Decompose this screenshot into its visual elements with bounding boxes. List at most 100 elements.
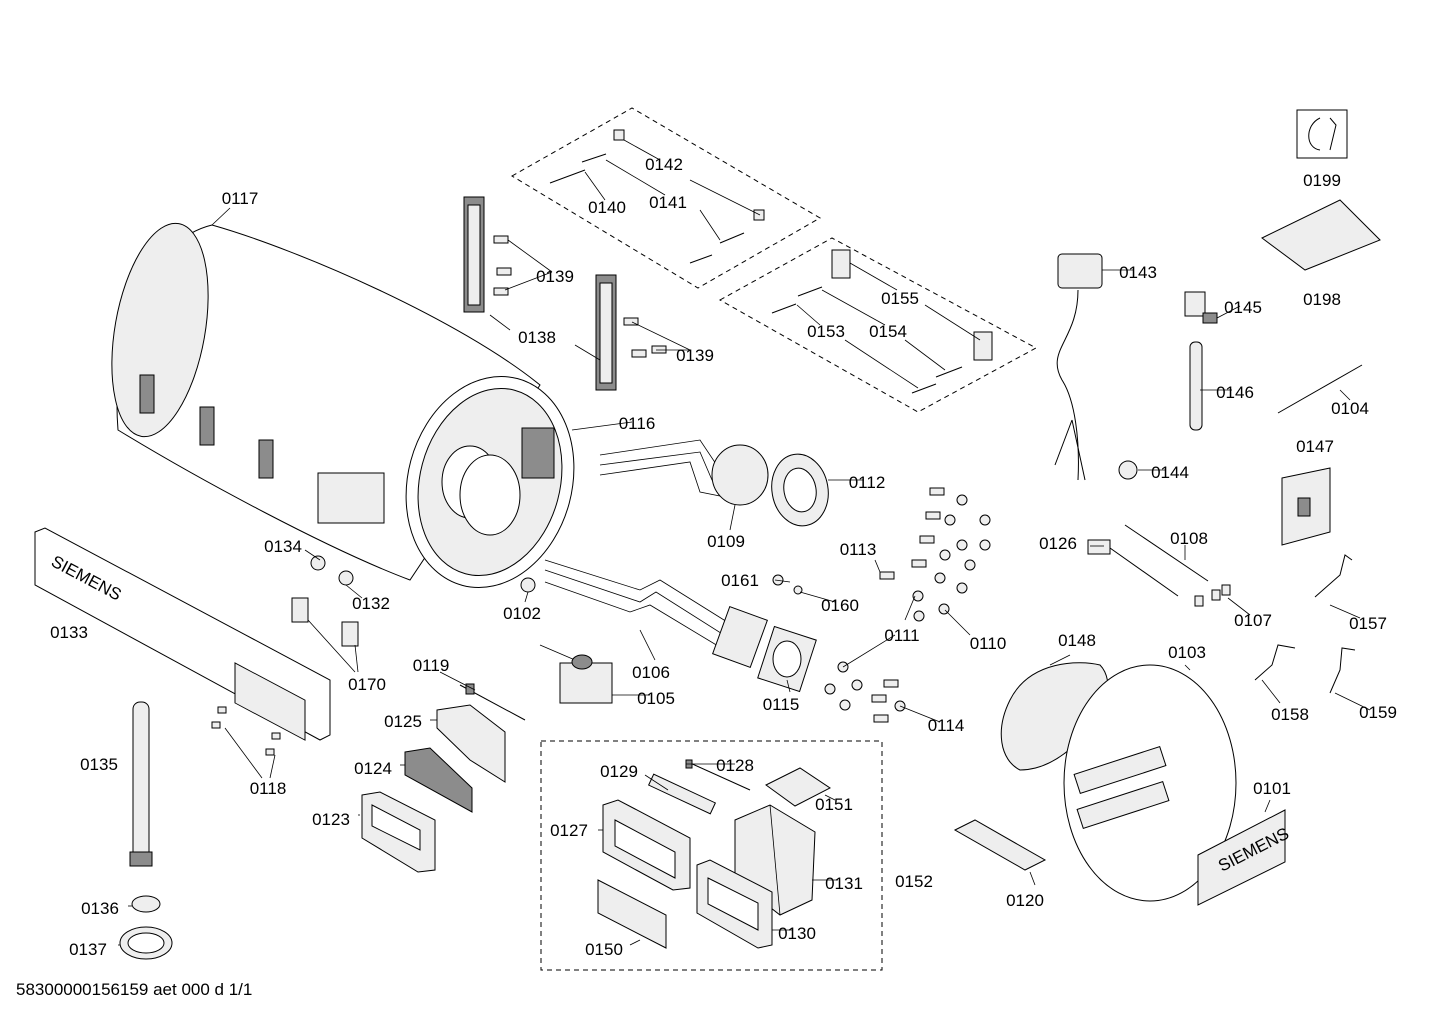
display-0123 bbox=[361, 791, 436, 873]
part-label-0102: 0102 bbox=[503, 604, 541, 623]
power-supply-0143 bbox=[1054, 253, 1103, 481]
service-icon-0199 bbox=[1296, 109, 1348, 159]
fittings-0170 bbox=[291, 597, 359, 647]
heating-element-upper bbox=[599, 439, 769, 506]
part-label-0129: 0129 bbox=[600, 762, 638, 781]
part-label-0125: 0125 bbox=[384, 712, 422, 731]
part-label-0198: 0198 bbox=[1303, 290, 1341, 309]
rod-0119 bbox=[459, 683, 526, 721]
part-label-0150: 0150 bbox=[585, 940, 623, 959]
dashed-group-rods-top bbox=[511, 107, 821, 289]
part-label-0141: 0141 bbox=[649, 193, 687, 212]
part-label-0108: 0108 bbox=[1170, 529, 1208, 548]
leader-lines bbox=[118, 139, 1371, 946]
part-label-0151: 0151 bbox=[815, 795, 853, 814]
part-label-0160: 0160 bbox=[821, 596, 859, 615]
part-label-0146: 0146 bbox=[1216, 383, 1254, 402]
screws-0118 bbox=[211, 706, 281, 756]
tube-0146 bbox=[1189, 341, 1203, 431]
part-label-0130: 0130 bbox=[778, 924, 816, 943]
part-label-0128: 0128 bbox=[716, 756, 754, 775]
strip-0129 bbox=[647, 773, 717, 815]
cap-0144 bbox=[1118, 460, 1138, 480]
part-label-0199: 0199 bbox=[1303, 171, 1341, 190]
flange-0137 bbox=[119, 926, 173, 960]
part-label-0119: 0119 bbox=[413, 656, 450, 675]
part-label-0131: 0131 bbox=[825, 874, 863, 893]
part-label-0115: 0115 bbox=[763, 695, 800, 714]
board-0124 bbox=[404, 747, 473, 813]
gasket-0136 bbox=[131, 895, 161, 913]
document-id: 58300000156159 aet 000 d 1/1 bbox=[16, 980, 253, 999]
part-label-0170: 0170 bbox=[348, 675, 386, 694]
part-label-0159: 0159 bbox=[1359, 703, 1397, 722]
part-label-0147: 0147 bbox=[1296, 437, 1334, 456]
cover-0150 bbox=[597, 879, 667, 949]
part-label-0133: 0133 bbox=[50, 623, 88, 642]
washer-0134-b bbox=[338, 570, 354, 586]
cables-0157-0159 bbox=[1254, 554, 1356, 694]
part-label-0123: 0123 bbox=[312, 810, 350, 829]
anode-rod-0135 bbox=[129, 701, 153, 867]
part-label-0158: 0158 bbox=[1271, 705, 1309, 724]
part-label-0120: 0120 bbox=[1006, 891, 1044, 910]
part-label-0157: 0157 bbox=[1349, 614, 1387, 633]
part-label-0161: 0161 bbox=[721, 571, 759, 590]
part-label-0152: 0152 bbox=[895, 872, 933, 891]
part-label-0105: 0105 bbox=[637, 689, 675, 708]
part-label-0117: 0117 bbox=[222, 189, 259, 208]
part-label-0134: 0134 bbox=[264, 537, 302, 556]
nuts-and-screws bbox=[520, 487, 991, 723]
mounting-bracket-upper bbox=[463, 196, 485, 313]
dashed-group-rods-mid bbox=[718, 237, 1038, 413]
part-label-0114: 0114 bbox=[928, 716, 965, 735]
part-label-0143: 0143 bbox=[1119, 263, 1157, 282]
part-label-0144: 0144 bbox=[1151, 463, 1189, 482]
rod-0104 bbox=[1277, 364, 1363, 414]
part-label-0142: 0142 bbox=[645, 155, 683, 174]
part-number-labels: 0117 0139 0139 0138 0140 0141 0142 0155 0153 0154… bbox=[50, 155, 1397, 959]
sensor-0126 bbox=[1087, 539, 1179, 597]
part-label-0139: 0139 bbox=[536, 267, 574, 286]
remote-0120 bbox=[953, 819, 1047, 871]
part-label-0126: 0126 bbox=[1039, 534, 1077, 553]
part-label-0101: 0101 bbox=[1253, 779, 1291, 798]
part-label-0140: 0140 bbox=[588, 198, 626, 217]
part-label-0137: 0137 bbox=[69, 940, 107, 959]
heating-element-lower bbox=[544, 559, 768, 668]
fitting-0145 bbox=[1184, 291, 1218, 324]
dashed-group-control-box bbox=[540, 740, 883, 971]
tank-cylinder bbox=[111, 222, 575, 589]
part-label-0104: 0104 bbox=[1331, 399, 1369, 418]
part-label-0148: 0148 bbox=[1058, 631, 1096, 650]
pcb-0151 bbox=[765, 767, 831, 807]
cover-disc-0103 bbox=[1063, 664, 1237, 902]
screw-kit-0198 bbox=[1261, 199, 1381, 271]
washer-0134-a bbox=[310, 555, 326, 571]
bracket-0125 bbox=[436, 704, 506, 783]
rods-0140-0142 bbox=[549, 129, 765, 264]
part-label-0153: 0153 bbox=[807, 322, 845, 341]
part-label-0138: 0138 bbox=[518, 328, 556, 347]
frame-0130 bbox=[696, 859, 773, 949]
part-label-0103: 0103 bbox=[1168, 643, 1206, 662]
part-label-0136: 0136 bbox=[81, 899, 119, 918]
part-label-0118: 0118 bbox=[250, 779, 287, 798]
part-label-0124: 0124 bbox=[354, 759, 392, 778]
part-label-0106: 0106 bbox=[632, 663, 670, 682]
screws-0139 bbox=[493, 235, 667, 358]
part-label-0127: 0127 bbox=[550, 821, 588, 840]
flange-0112 bbox=[771, 453, 829, 527]
flange-0115 bbox=[757, 625, 817, 693]
frame-0127 bbox=[602, 799, 691, 891]
part-label-0110: 0110 bbox=[970, 634, 1007, 653]
part-label-0155: 0155 bbox=[881, 289, 919, 308]
part-label-0154: 0154 bbox=[869, 322, 907, 341]
part-label-0139: 0139 bbox=[676, 346, 714, 365]
pcb-0147 bbox=[1281, 467, 1331, 546]
thermostat-0105 bbox=[539, 644, 613, 704]
part-label-0111: 0111 bbox=[884, 626, 919, 645]
part-label-0132: 0132 bbox=[352, 594, 390, 613]
part-label-0107: 0107 bbox=[1234, 611, 1272, 630]
